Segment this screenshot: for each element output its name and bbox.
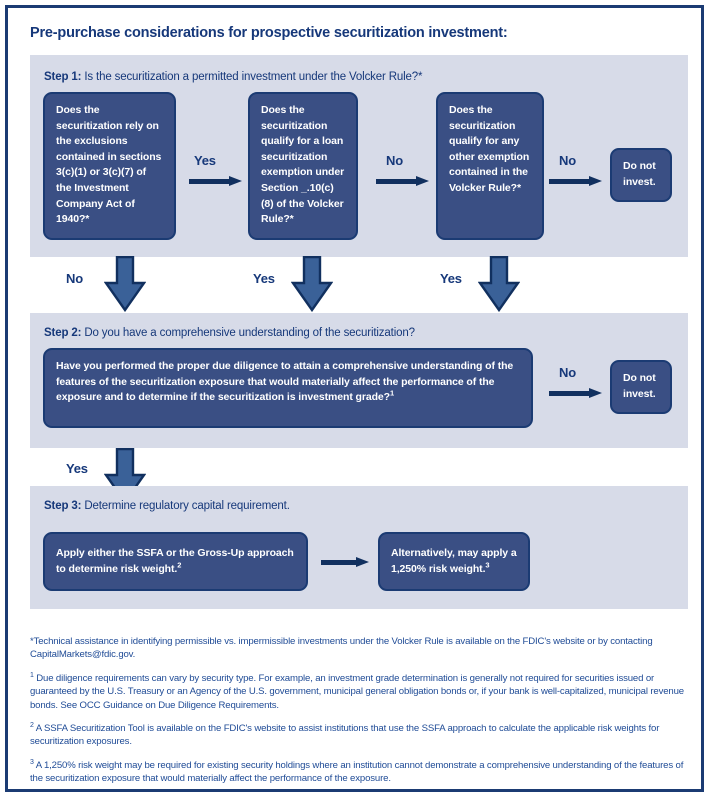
footnote-3-marker: 3 (30, 758, 34, 766)
node-ssfa-gross-up[interactable]: Apply either the SSFA or the Gross-Up ap… (43, 532, 308, 591)
footnote-asterisk: *Technical assistance in identifying per… (30, 635, 690, 662)
arrow-right-icon (321, 557, 369, 567)
footnote-asterisk-marker: * (30, 636, 34, 647)
down-arrow-label-2: Yes (253, 271, 275, 286)
edge-label-yes-1: Yes (194, 153, 216, 168)
step2-label: Step 2: (44, 327, 82, 339)
node-do-not-invest-1[interactable]: Do not invest. (610, 148, 672, 202)
node-do-not-invest-2[interactable]: Do not invest. (610, 360, 672, 414)
edge-label-no-1: No (386, 153, 403, 168)
footnote-1-text: Due diligence requirements can vary by s… (30, 672, 684, 711)
footnote-2-marker: 2 (30, 721, 34, 729)
node-question-1[interactable]: Does the securitization rely on the excl… (43, 92, 176, 240)
arrow-down-icon (291, 256, 333, 312)
arrow-right-icon (189, 176, 242, 186)
node-ssfa-gross-up-text: Apply either the SSFA or the Gross-Up ap… (56, 546, 294, 575)
node-alternative-risk-weight-text: Alternatively, may apply a 1,250% risk w… (391, 546, 517, 575)
footnote-ref-3: 3 (485, 560, 490, 569)
step1-heading: Step 1: Is the securitization a permitte… (44, 71, 423, 83)
step2-question: Do you have a comprehensive understandin… (81, 327, 415, 339)
edge-label-no-2: No (559, 153, 576, 168)
node-question-4[interactable]: Have you performed the proper due dilige… (43, 348, 533, 428)
step2-heading: Step 2: Do you have a comprehensive unde… (44, 327, 415, 339)
step3-text: Determine regulatory capital requirement… (81, 500, 290, 512)
arrow-down-icon (104, 256, 146, 312)
footnote-1: 1 Due diligence requirements can vary by… (30, 672, 690, 712)
footnote-ref-1: 1 (389, 388, 395, 398)
footnotes: *Technical assistance in identifying per… (30, 635, 690, 786)
arrow-right-icon (549, 176, 602, 186)
page-title: Pre-purchase considerations for prospect… (30, 25, 508, 41)
footnote-3: 3 A 1,250% risk weight may be required f… (30, 759, 690, 786)
arrow-down-icon (478, 256, 520, 312)
node-question-2[interactable]: Does the securitization qualify for a lo… (248, 92, 358, 240)
node-alternative-risk-weight[interactable]: Alternatively, may apply a 1,250% risk w… (378, 532, 530, 591)
footnote-ref-2: 2 (177, 560, 182, 569)
node-question-4-text: Have you performed the proper due dilige… (56, 360, 514, 404)
footnote-asterisk-text: Technical assistance in identifying perm… (30, 636, 653, 661)
step3-label: Step 3: (44, 500, 82, 512)
edge-label-no-3: No (559, 365, 576, 380)
step1-label: Step 1: (44, 71, 82, 83)
footnote-3-text: A 1,250% risk weight may be required for… (30, 759, 684, 785)
infographic-page: Pre-purchase considerations for prospect… (5, 5, 704, 792)
down-arrow-label-4: Yes (66, 461, 88, 476)
down-arrow-label-1: No (66, 271, 83, 286)
footnote-2: 2 A SSFA Securitization Tool is availabl… (30, 722, 690, 749)
arrow-right-icon (549, 388, 602, 398)
node-question-3[interactable]: Does the securitization qualify for any … (436, 92, 544, 240)
arrow-right-icon (376, 176, 429, 186)
footnote-1-marker: 1 (30, 671, 34, 679)
footnote-2-text: A SSFA Securitization Tool is available … (30, 723, 660, 748)
step1-question: Is the securitization a permitted invest… (81, 71, 423, 83)
down-arrow-label-3: Yes (440, 271, 462, 286)
step3-heading: Step 3: Determine regulatory capital req… (44, 500, 290, 512)
